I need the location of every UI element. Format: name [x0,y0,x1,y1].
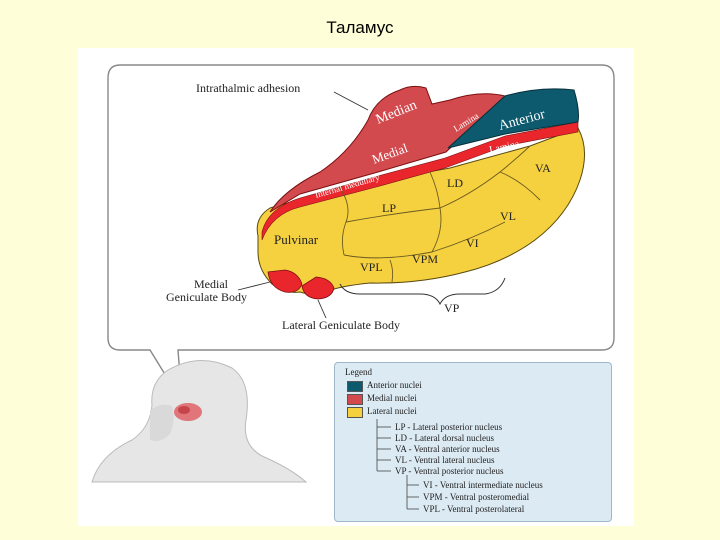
label-medial-geniculate-2: Geniculate Body [166,290,247,304]
legend-swatch-anterior [347,381,363,392]
label-va: VA [535,161,551,175]
medial-geniculate-body [267,269,303,293]
vp-bracket [339,277,506,306]
legend-lateral: Lateral nuclei [367,406,417,416]
label-medial-geniculate-1: Medial [194,277,229,291]
legend-medial: Medial nuclei [367,393,417,403]
legend-vp: VP - Ventral posterior nucleus [395,466,504,476]
legend-ld: LD - Lateral dorsal nucleus [395,433,494,443]
internal-medullary-lamina [261,121,579,241]
lateral-geniculate-body [301,276,335,300]
label-lateral-geniculate: Lateral Geniculate Body [282,318,400,332]
label-vp: VP [444,301,460,315]
slide-title: Таламус [326,18,394,37]
anterior-nuclei-shape [447,88,579,149]
label-vl: VL [500,209,516,223]
legend-anterior: Anterior nuclei [367,380,422,390]
legend: Legend Anterior nuclei Medial nuclei Lat… [334,362,612,522]
legend-tree-lines [376,419,419,510]
legend-title: Legend [345,367,372,377]
legend-swatch-lateral [347,407,363,418]
nucleus-boundaries [339,145,541,283]
legend-vpm: VPM - Ventral posteromedial [423,492,530,502]
label-lp: LP [382,201,396,215]
label-pulvinar: Pulvinar [274,232,319,247]
legend-va: VA - Ventral anterior nucleus [395,444,500,454]
medial-nuclei-shape [269,85,507,213]
label-ld: LD [447,176,463,190]
head-illustration [91,359,308,483]
legend-swatch-medial [347,394,363,405]
legend-lp: LP - Lateral posterior nucleus [395,422,503,432]
legend-vpl: VPL - Ventral posterolateral [423,504,525,514]
label-vpm: VPM [412,252,438,266]
label-vi: VI [466,236,479,250]
label-intrathalmic-adhesion: Intrathalmic adhesion [196,81,300,95]
label-vpl: VPL [360,260,383,274]
legend-vl: VL - Ventral lateral nucleus [395,455,495,465]
legend-vi: VI - Ventral intermediate nucleus [423,480,543,490]
